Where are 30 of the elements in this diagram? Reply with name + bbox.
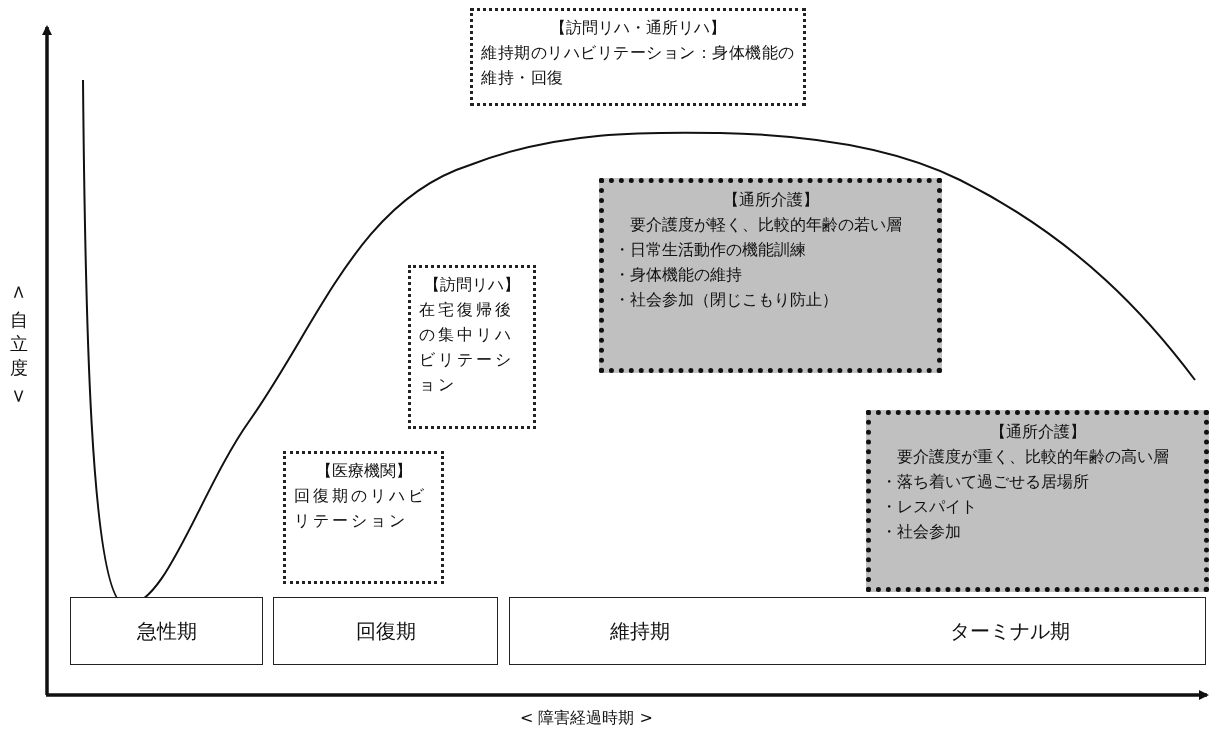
box-text: 在宅復帰後の集中リハビリテーション	[419, 299, 515, 396]
box-text: 要介護度が軽く、比較的年齢の若い層	[629, 214, 903, 236]
phase-label: ターミナル期	[950, 618, 1070, 644]
phase-label: 急性期	[135, 618, 198, 644]
callout-box	[408, 265, 536, 429]
box-text: ・レスパイト	[881, 496, 978, 518]
callout-box	[599, 178, 942, 373]
box-heading: 【訪問リハ・通所リハ】	[549, 17, 727, 39]
box-text: 要介護度が重く、比較的年齢の高い層	[896, 446, 1170, 468]
box-text: 維持期のリハビリテーション：身体機能の維持・回復	[481, 42, 795, 89]
callout-box	[283, 451, 444, 584]
axis-label: < 自立度 >	[8, 283, 30, 406]
axis-label: < 障害経過時期 >	[520, 708, 653, 729]
phase-label: 維持期	[610, 618, 670, 644]
phase-bar	[273, 597, 498, 665]
box-heading: 【通所介護】	[988, 421, 1087, 443]
box-text: ・落ち着いて過ごせる居場所	[881, 471, 1090, 493]
box-heading: 【通所介護】	[721, 189, 820, 211]
phase-label: 回復期	[354, 618, 417, 644]
box-text: ・社会参加（閉じこもり防止）	[614, 289, 839, 311]
box-heading: 【訪問リハ】	[423, 274, 521, 296]
phase-bar	[70, 597, 263, 665]
callout-box	[866, 410, 1209, 592]
box-text: ・社会参加	[881, 521, 962, 543]
box-text: ・身体機能の維持	[614, 264, 743, 286]
callout-box	[470, 8, 806, 106]
box-text: 回復期のリハビリテーション	[294, 485, 428, 532]
phase-bar	[509, 597, 1206, 665]
box-text: ・日常生活動作の機能訓練	[614, 239, 807, 261]
box-heading: 【医療機関】	[314, 460, 413, 482]
